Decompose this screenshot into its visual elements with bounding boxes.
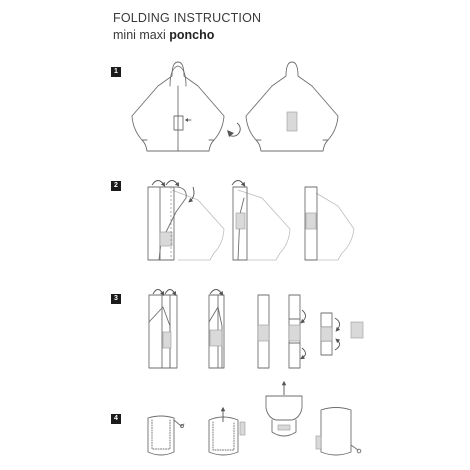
step-2-fold-b [231,180,291,261]
step-3-fold-c [257,294,270,369]
step-1-poncho-front [131,61,225,152]
step-3-badge: 3 [111,294,121,304]
step-1-badge: 1 [111,67,121,77]
step-4-badge: 4 [111,414,121,424]
step-2-fold-a [147,180,225,261]
step-4-pouch-filled [208,406,246,456]
subtitle-prefix: mini maxi [113,28,170,42]
pocket-icon [173,115,184,131]
product-name: poncho [169,28,215,42]
step-3-fold-e [320,312,341,356]
step-3-fold-a [148,289,178,369]
page-subtitle: mini maxi poncho [113,28,214,42]
step-4-pouch-closed [315,407,362,456]
step-2-badge: 2 [111,181,121,191]
step-2-fold-c [304,186,355,261]
pocket-patch [286,111,298,132]
step-1-poncho-back [245,61,339,152]
step-4-pouch-open [147,415,185,456]
step-4-pouch-flip [265,380,303,437]
step-3-fold-d [288,294,306,369]
page-title: FOLDING INSTRUCTION [113,11,262,25]
step-3-fold-b [208,289,225,369]
rotate-arrow-icon [227,122,241,137]
step-3-folded-packet [350,321,364,339]
